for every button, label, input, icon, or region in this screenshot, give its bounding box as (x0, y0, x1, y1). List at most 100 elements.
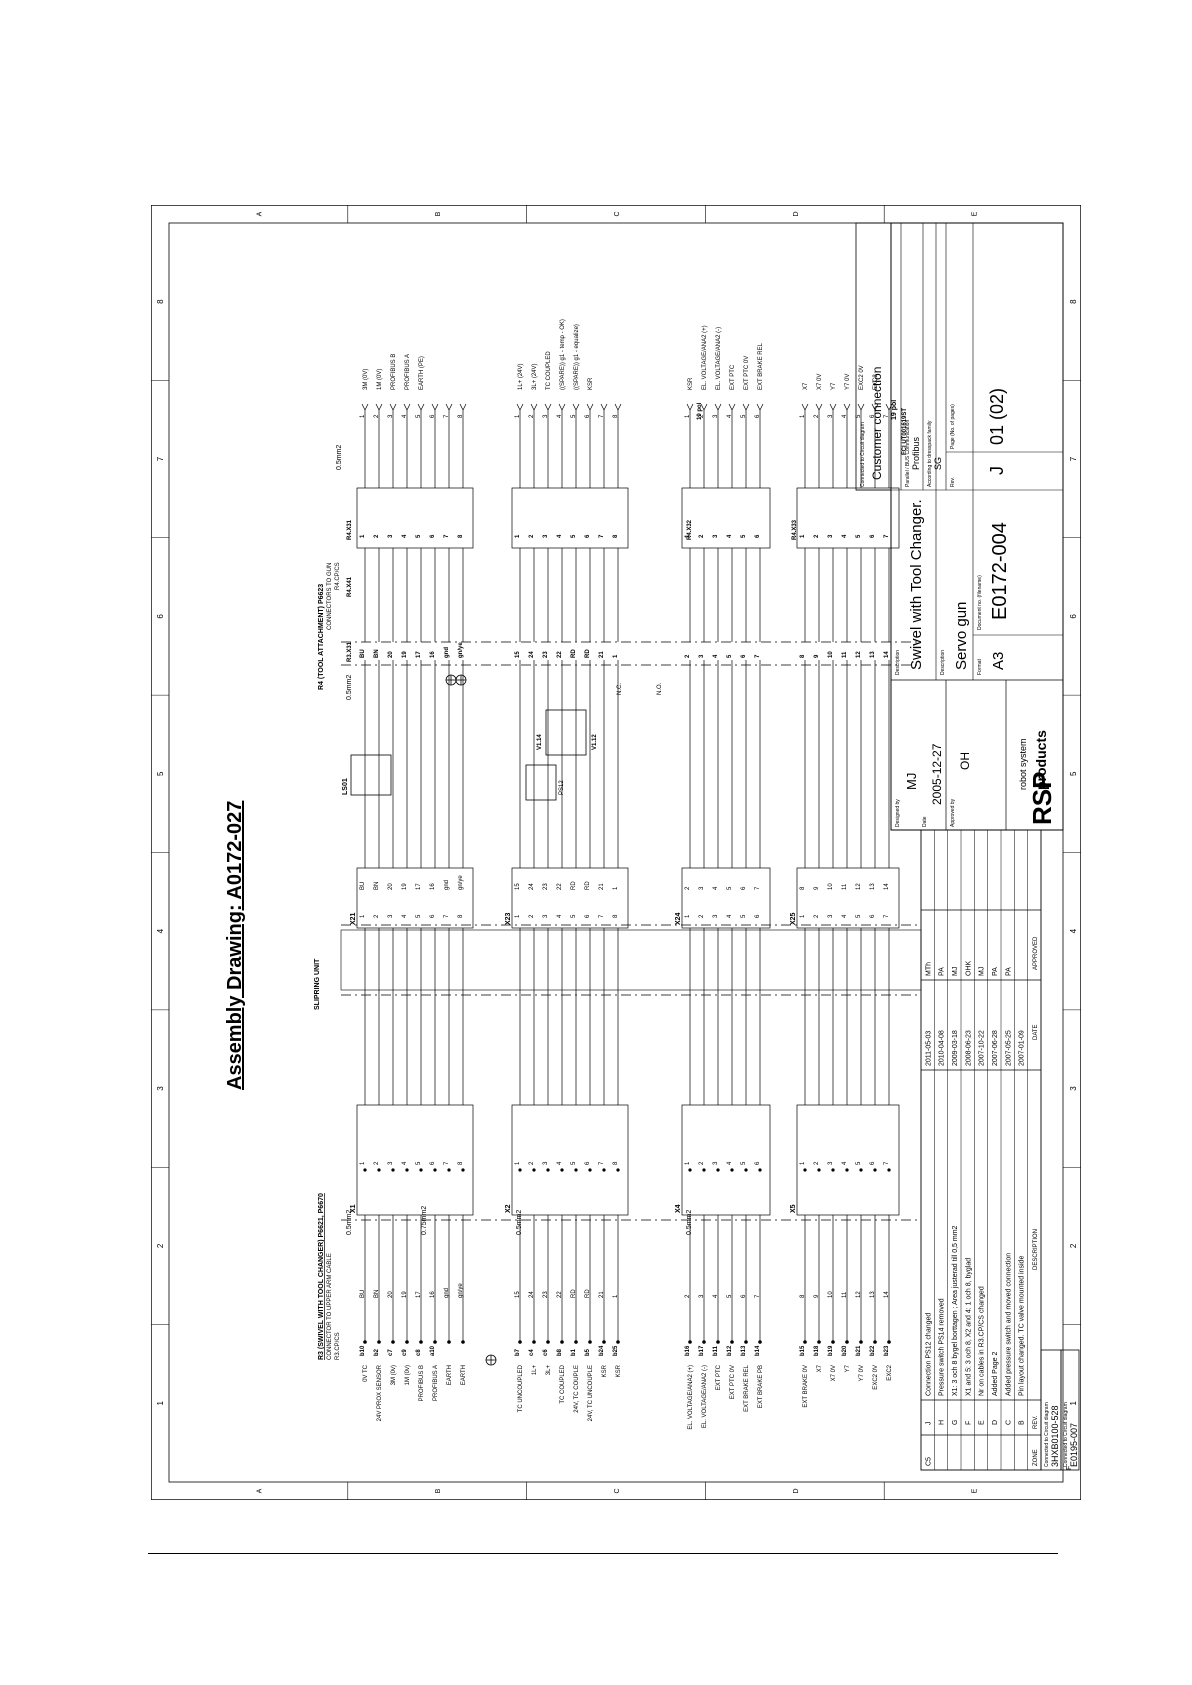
gun-pin-number: 7 (599, 414, 605, 418)
parallel-label: Parallel / BUS Communication (905, 420, 911, 487)
terminal-number: 2 (374, 914, 380, 918)
zone-label-top: 4 (156, 928, 165, 933)
valve-box (545, 709, 587, 756)
terminal-number: 1 (515, 1161, 521, 1165)
connector-label: X23 (505, 912, 512, 925)
left-signal-label: TC COUPLED (560, 1364, 566, 1403)
terminal-number: 5 (741, 914, 747, 918)
connector-label: X24 (675, 912, 682, 925)
dresspack-label: According to dresspack family (927, 420, 933, 487)
connected-value: Customer connection (870, 367, 884, 480)
left-ref-value: 3HXB0100-528 (1050, 1405, 1060, 1467)
terminal-number: BU (360, 649, 366, 658)
terminal-dot (546, 1168, 550, 1172)
designed-by-value: MJ (904, 773, 919, 790)
terminal-number: 1 (515, 914, 521, 918)
terminal-number: 6 (585, 914, 591, 918)
right-signal-label: KSR (588, 377, 594, 390)
revision-description: Pressure switch PS14 removed (939, 1298, 946, 1396)
terminal-dot (803, 1168, 807, 1172)
terminal-number: 5 (571, 1161, 577, 1165)
approved-by-value: OH (958, 752, 972, 770)
left-signal-label: X7 (817, 1364, 823, 1372)
terminal-number: 8 (613, 914, 619, 918)
connector-box-right (356, 487, 474, 549)
terminal-number: 8 (458, 914, 464, 918)
terminal-dot (433, 1168, 437, 1172)
wire-label: 9 (814, 886, 820, 890)
wire-label: 9 (814, 1294, 820, 1298)
right-signal-label: Y7 (831, 382, 837, 390)
connector-label: X21 (350, 912, 357, 925)
connector-label: X5 (790, 1204, 797, 1213)
connector-box-mid (796, 867, 900, 929)
terminal-dot (702, 1168, 706, 1172)
pin-label: c6 (543, 1349, 549, 1356)
gun-pin-number: 6 (870, 414, 876, 418)
terminal-number: 6 (430, 534, 436, 538)
page-label: Page (No. of pages) (950, 404, 956, 449)
wire-label: 10 (828, 883, 834, 890)
cable-size-label: 0.5mm2 (346, 675, 353, 700)
r4x33-label: R4.X33 (792, 519, 798, 540)
terminal-number: 16 (430, 651, 436, 658)
pin-arrow (445, 403, 453, 411)
pin-label: b12 (727, 1345, 733, 1356)
zone-label-top: 6 (156, 614, 165, 619)
gun-note: 19 pol (891, 400, 898, 420)
terminal-number: 7 (599, 914, 605, 918)
revision-date: 2009-03-18 (952, 1030, 959, 1066)
connector-box-right (511, 487, 629, 549)
terminal-number: 7 (444, 914, 450, 918)
zone-label-bottom: 4 (1069, 928, 1078, 933)
revision-approved: PA (1005, 967, 1012, 976)
pin-label: b22 (870, 1345, 876, 1356)
revision-rev: D (992, 1420, 999, 1425)
terminal-dot (532, 1168, 536, 1172)
page-value: 01 (02) (987, 388, 1007, 445)
wire-label: 4 (713, 886, 719, 890)
gun-pin-number: 4 (557, 414, 563, 418)
pin-label: b20 (842, 1345, 848, 1356)
pin-label: b21 (856, 1345, 862, 1356)
left-signal-label: Y7 0V (859, 1365, 865, 1381)
terminal-number: 23 (543, 651, 549, 658)
footer-rule (148, 1553, 1058, 1554)
terminal-number: 2 (374, 534, 380, 538)
right-signal-label: ((SPARE)) g1 - temp - OK) (560, 319, 566, 390)
revision-date: 2007-01-09 (1019, 1030, 1026, 1066)
slipring-box (340, 929, 922, 991)
terminal-number: 7 (884, 534, 890, 538)
connector-box-left (681, 1104, 771, 1216)
left-signal-label: 1L+ (532, 1365, 538, 1376)
zone-label-bottom: 6 (1069, 614, 1078, 619)
pin-arrow (572, 403, 580, 411)
pin-arrow (728, 403, 736, 411)
no-label: N.O. (657, 682, 663, 695)
wire-label: 2 (685, 1294, 691, 1298)
revision-header-zone: ZONE (1033, 1449, 1039, 1466)
terminal-number: 6 (585, 534, 591, 538)
terminal-number: 3 (713, 914, 719, 918)
terminal-number: 2 (529, 914, 535, 918)
zone-label-right: B (435, 211, 442, 216)
zone-label-left: C (614, 1488, 621, 1493)
left-signal-label: EXT PTC 0V (730, 1365, 736, 1399)
terminal-dot (602, 1168, 606, 1172)
connector-label: X4 (675, 1204, 682, 1213)
gun-pin-number: 3 (828, 414, 834, 418)
terminal-number: 7 (884, 1161, 890, 1165)
pin-arrow (843, 403, 851, 411)
terminal-dot (588, 1168, 592, 1172)
revision-approved: PA (939, 967, 946, 976)
terminal-dot (518, 1168, 522, 1172)
terminal-number: 1 (360, 534, 366, 538)
left-signal-label: PROFIBUS B (419, 1365, 425, 1401)
terminal-number: gn/ye (458, 642, 464, 658)
terminal-number: 17 (416, 651, 422, 658)
left-signal-label: EXT BRAKE PB (758, 1365, 764, 1408)
left-signal-label: KSR (616, 1364, 622, 1377)
wire-label: 22 (557, 883, 563, 890)
wire-label: 24 (529, 1291, 535, 1298)
